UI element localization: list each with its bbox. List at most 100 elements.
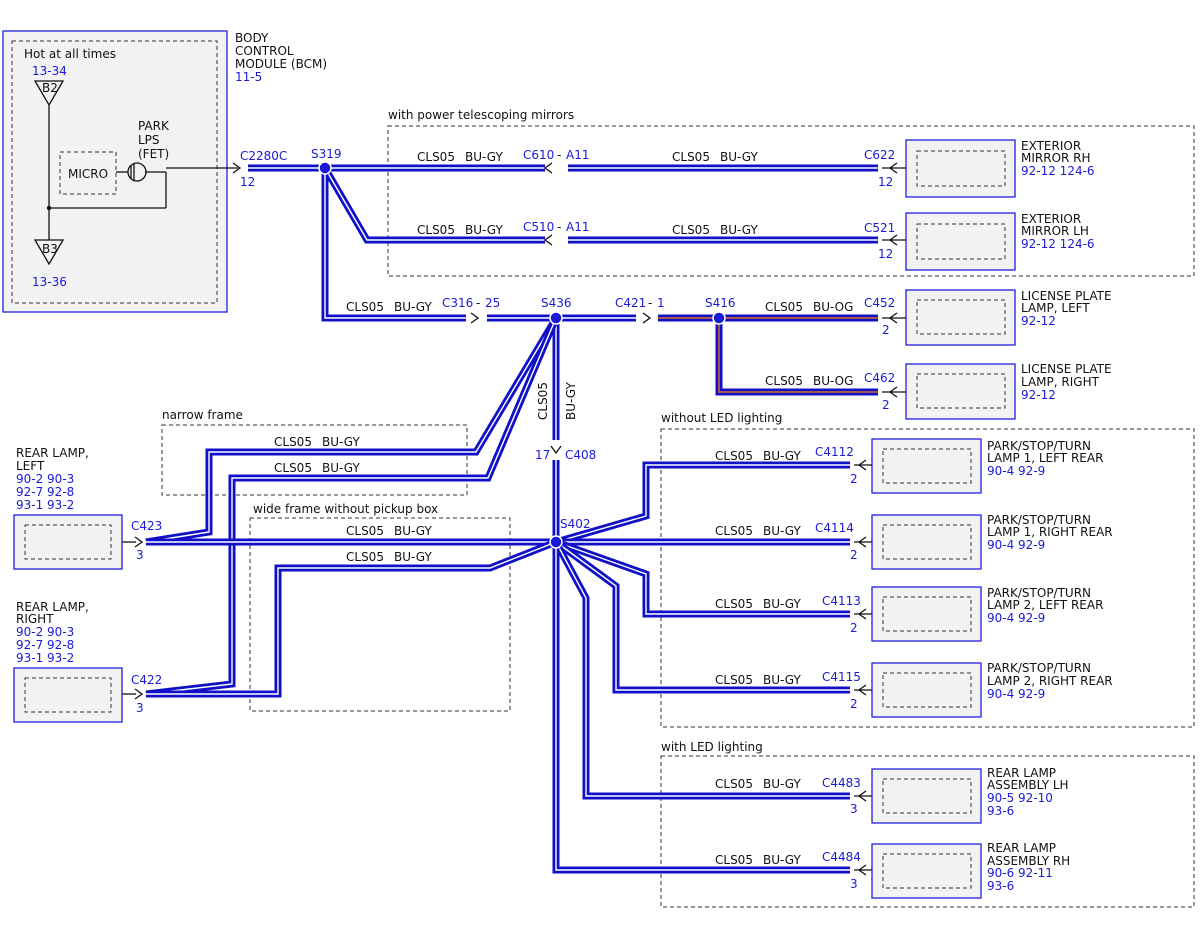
svg-text:93-6: 93-6 (987, 804, 1014, 818)
svg-text:RIGHT: RIGHT (16, 612, 54, 626)
c422-pin: 3 (136, 701, 144, 715)
s416-label: S416 (705, 296, 736, 310)
svg-text:92-12: 92-12 (1021, 388, 1056, 402)
c4483-connector: C4483 (822, 776, 861, 790)
svg-text:CLS05: CLS05 (672, 150, 710, 164)
pst1r-arrow-icon (857, 536, 867, 548)
bcm-inner-box (11, 40, 218, 304)
region-narrow-frame (161, 424, 468, 496)
svg-text:PARK/STOP/TURN: PARK/STOP/TURN (987, 586, 1091, 600)
svg-text:90-4 92-9: 90-4 92-9 (987, 464, 1045, 478)
component-pst-lamp1-right: C4114 2 PARK/STOP/TURN LAMP 1, RIGHT REA… (815, 513, 1113, 570)
c610-connector: C610 (523, 148, 554, 162)
c610-arrow-icon (543, 162, 553, 174)
svg-text:92-12 124-6: 92-12 124-6 (1021, 164, 1095, 178)
park-lps-label-3: (FET) (138, 147, 169, 161)
svg-text:BU-GY: BU-GY (763, 777, 801, 791)
svg-text:BU-OG: BU-OG (813, 300, 853, 314)
pst1l-arrow-icon (857, 459, 867, 471)
svg-text:90-4 92-9: 90-4 92-9 (987, 538, 1045, 552)
c521-connector: C521 (864, 221, 895, 235)
wire-s402-c4112 (555, 461, 850, 546)
c2280c-pin: 12 (240, 175, 255, 189)
c4114-connector: C4114 (815, 521, 854, 535)
c462-connector: C462 (864, 371, 895, 385)
c510-arrow-icon (543, 234, 553, 246)
svg-text:MIRROR LH: MIRROR LH (1021, 224, 1089, 238)
c423-connector: C423 (131, 519, 162, 533)
svg-text:CLS05: CLS05 (346, 550, 384, 564)
svg-text:CLS05: CLS05 (715, 853, 753, 867)
c452-connector: C452 (864, 296, 895, 310)
svg-text:-: - (648, 296, 652, 310)
component-pst-lamp2-left: C4113 2 PARK/STOP/TURN LAMP 2, LEFT REAR… (822, 586, 1103, 642)
c4113-pin: 2 (850, 621, 858, 635)
wires (145, 164, 878, 874)
b2-ref: 13-34 (32, 64, 67, 78)
svg-text:BU-GY: BU-GY (763, 524, 801, 538)
lic-right-arrow-icon (888, 386, 898, 398)
svg-text:BU-GY: BU-GY (322, 461, 360, 475)
svg-text:CLS05: CLS05 (417, 223, 455, 237)
component-pst-lamp1-left: C4112 2 PARK/STOP/TURN LAMP 1, LEFT REAR… (815, 438, 1103, 494)
s402-label: S402 (560, 517, 591, 531)
c316-connector: C316 (442, 296, 473, 310)
c4483-pin: 3 (850, 802, 858, 816)
svg-text:92-12 124-6: 92-12 124-6 (1021, 237, 1095, 251)
svg-text:LAMP, LEFT: LAMP, LEFT (1021, 301, 1090, 315)
rarh-arrow-icon (857, 864, 867, 876)
component-exterior-mirror-lh: C521 12 EXTERIOR MIRROR LH 92-12 124-6 (864, 212, 1095, 271)
b3-triangle-icon (33, 239, 65, 266)
svg-text:EXTERIOR: EXTERIOR (1021, 212, 1081, 226)
splice-s416 (712, 311, 726, 325)
s436-label: S436 (541, 296, 572, 310)
region-without-led (660, 428, 1195, 728)
bcm-box (2, 30, 228, 313)
svg-text:REAR LAMP,: REAR LAMP, (16, 600, 89, 614)
svg-text:CLS05: CLS05 (715, 777, 753, 791)
park-lps-label-2: LPS (138, 133, 160, 147)
svg-text:CLS05: CLS05 (417, 150, 455, 164)
ralh-arrow-icon (857, 790, 867, 802)
component-exterior-mirror-rh: C622 12 EXTERIOR MIRROR RH 92-12 124-6 (864, 139, 1095, 198)
c521-pin: 12 (878, 247, 893, 261)
region-narrow-label: narrow frame (162, 408, 243, 422)
svg-text:PARK/STOP/TURN: PARK/STOP/TURN (987, 513, 1091, 527)
lic-left-arrow-icon (888, 312, 898, 324)
svg-text:-: - (557, 220, 561, 234)
svg-text:CLS05: CLS05 (672, 223, 710, 237)
c421-pin: 1 (657, 296, 665, 310)
region-no-led-label: without LED lighting (661, 411, 782, 425)
c452-pin: 2 (882, 323, 890, 337)
b2-label: B2 (42, 81, 58, 95)
c4112-connector: C4112 (815, 445, 854, 459)
component-license-plate-left: C452 2 LICENSE PLATE LAMP, LEFT 92-12 (864, 289, 1112, 346)
c316-pin: 25 (485, 296, 500, 310)
c408-connector: C408 (565, 448, 596, 462)
b3-ref: 13-36 (32, 275, 67, 289)
c2280c-arrow-icon (232, 162, 242, 174)
svg-text:REAR LAMP: REAR LAMP (987, 841, 1056, 855)
svg-text:CLS05: CLS05 (715, 673, 753, 687)
svg-text:BU-GY: BU-GY (720, 223, 758, 237)
micro-label: MICRO (68, 167, 108, 181)
c4115-pin: 2 (850, 697, 858, 711)
c4113-connector: C4113 (822, 594, 861, 608)
svg-text:BU-GY: BU-GY (394, 300, 432, 314)
vertical-wire-label: CLS05 BU-GY (536, 382, 578, 420)
c4115-connector: C4115 (822, 670, 861, 684)
svg-text:CLS05: CLS05 (346, 300, 384, 314)
region-with-led (660, 755, 1195, 908)
svg-text:93-6: 93-6 (987, 879, 1014, 893)
svg-text:90-2 90-3: 90-2 90-3 (16, 472, 74, 486)
b3-label: B3 (42, 242, 58, 256)
c510-pin: A11 (566, 220, 589, 234)
svg-text:-: - (557, 148, 561, 162)
svg-text:BU-GY: BU-GY (763, 449, 801, 463)
svg-text:CLS05: CLS05 (536, 382, 550, 420)
component-rear-lamp-right: C422 3 REAR LAMP, RIGHT 90-2 90-3 92-7 9… (13, 600, 162, 723)
pst2l-arrow-icon (857, 608, 867, 620)
c4484-connector: C4484 (822, 850, 861, 864)
svg-text:90-5 92-10: 90-5 92-10 (987, 791, 1053, 805)
